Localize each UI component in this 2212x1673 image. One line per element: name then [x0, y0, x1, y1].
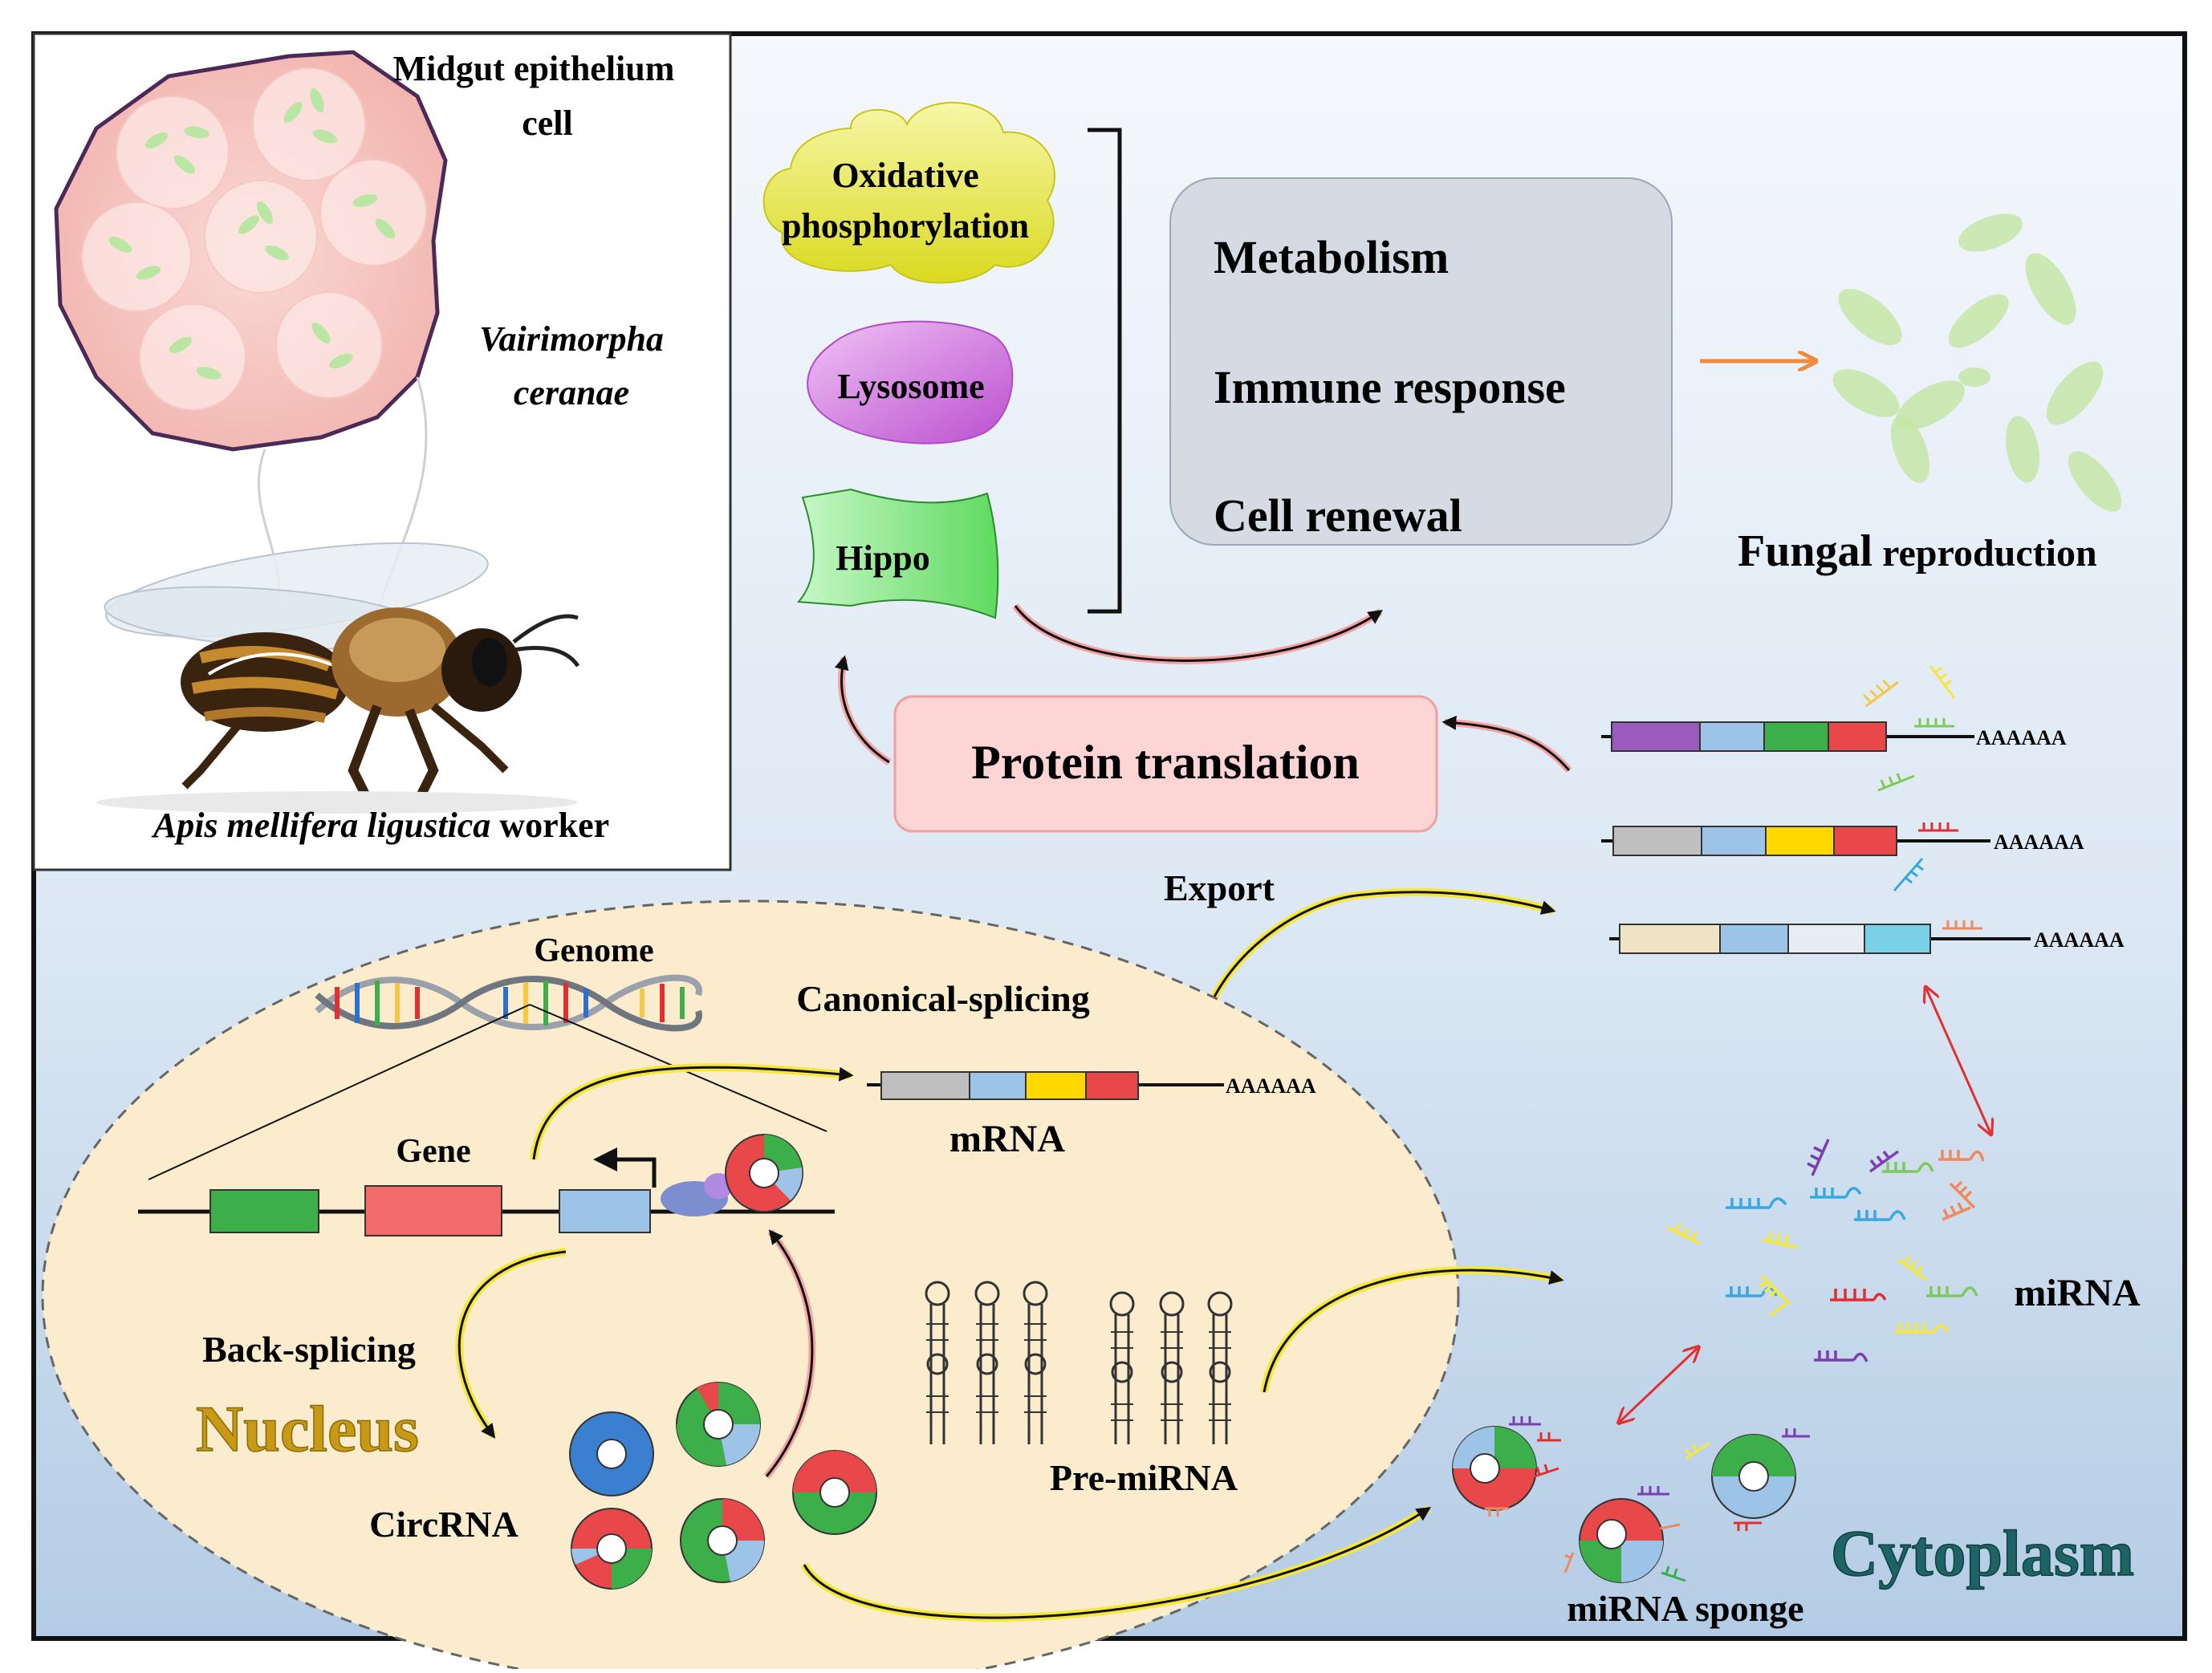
pathway-bracket [1088, 128, 1122, 614]
canonical-splicing-arrow [532, 1066, 854, 1160]
mrna-label: mRNA [949, 1118, 1065, 1160]
cell-label-line1: Midgut epithelium [393, 49, 675, 88]
pre-mirna-label: Pre-miRNA [1050, 1457, 1238, 1498]
hippo-shape [796, 488, 999, 619]
circrna-blue [569, 1411, 654, 1496]
mrna-bound-mirnas [1862, 665, 1982, 930]
protein-translation-label: Protein translation [971, 736, 1360, 789]
mrna-to-translation-arrow [1441, 715, 1571, 771]
gene-label: Gene [396, 1133, 470, 1170]
inset-panel: Midgut epithelium cell Vairimorpha ceran… [32, 32, 732, 871]
fungal-word: Fungal [1738, 526, 1872, 576]
nuclear-mrna: AAAAAA [867, 1071, 1316, 1100]
cell-label-line2: cell [522, 104, 573, 143]
host-caste: worker [490, 806, 609, 845]
dna-helix-icon [315, 974, 702, 1032]
oxphos-label-line2: phosphorylation [782, 206, 1029, 246]
oxphos-label-line1: Oxidative [832, 156, 978, 195]
circrna-export-arrow [803, 1507, 1432, 1619]
fungal-reproduction-label: Fungal reproduction [1738, 526, 2097, 576]
circrna-5 [792, 1450, 877, 1535]
mirna-cloud [1667, 1139, 1985, 1362]
lysosome-shape [807, 320, 1014, 445]
hippo-label: Hippo [836, 538, 929, 578]
polya-tail-nuclear: AAAAAA [1226, 1074, 1316, 1098]
circrna-3 [571, 1508, 653, 1590]
process-box: Metabolism Immune response Cell renewal [1169, 177, 1673, 546]
translation-up-arrow [834, 655, 890, 764]
cytoplasmic-mrna-2: AAAAAA [1601, 826, 2084, 856]
mirna-sponge-2 [1563, 1486, 1686, 1583]
pathogen-label-line2: ceranae [514, 373, 629, 412]
lysosome-label: Lysosome [837, 367, 984, 406]
mrna-mirna-interaction-arrow [1926, 989, 1990, 1133]
polya-tail-2: AAAAAA [1994, 830, 2084, 854]
process-metabolism: Metabolism [1214, 231, 1449, 283]
export-label: Export [1164, 867, 1275, 908]
nucleus-label: Nucleus [196, 1392, 419, 1465]
mirna-label: miRNA [2014, 1272, 2141, 1314]
oxidative-phosphorylation-shape [762, 101, 1055, 284]
cytoplasm-label: Cytoplasm [1831, 1517, 2134, 1590]
pathogen-label-line1: Vairimorpha [479, 319, 664, 359]
honeybee-illustration [96, 542, 580, 814]
polya-tail-1: AAAAAA [1976, 726, 2067, 749]
pre-mirna-export-arrow [1263, 1269, 1564, 1393]
reproduction-word: reproduction [1872, 532, 2097, 575]
gene-diagram [138, 1147, 835, 1236]
circrna-4 [680, 1498, 765, 1583]
circrna-2 [676, 1382, 761, 1467]
genome-label: Genome [534, 932, 653, 969]
cytoplasmic-mrna-1: AAAAAA [1601, 721, 2067, 752]
circrna-feedback-arrow [765, 1229, 814, 1477]
circrna-cluster [569, 1382, 877, 1590]
pathway-to-process-arrow [1014, 605, 1383, 662]
host-label: Apis mellifera ligustica worker [151, 806, 609, 845]
back-splicing-arrow [457, 1250, 567, 1439]
mirna-sponge-label: miRNA sponge [1567, 1588, 1803, 1629]
fungal-spores [1832, 213, 2122, 512]
protein-translation-box [893, 695, 1438, 833]
cell-vacuoles [81, 67, 427, 411]
back-splicing-label: Back-splicing [202, 1329, 416, 1370]
mirna-sponge-1 [1452, 1416, 1561, 1517]
canonical-splicing-label: Canonical-splicing [796, 978, 1090, 1019]
polya-tail-3: AAAAAA [2034, 928, 2125, 952]
process-immune: Immune response [1214, 361, 1566, 413]
host-species: Apis mellifera ligustica [151, 806, 490, 845]
polymerase-circrna-icon [725, 1134, 803, 1212]
cytoplasmic-mrna-3: AAAAAA [1609, 924, 2125, 954]
pathway-shapes: Oxidative phosphorylation Lysosome Hippo [762, 101, 1055, 619]
export-arrow [1194, 891, 1556, 1058]
zoom-line-gene-left [148, 1004, 531, 1180]
mirna-sponge-3 [1684, 1428, 1810, 1531]
spores-in-cell [108, 87, 396, 380]
process-cell-renewal: Cell renewal [1214, 489, 1462, 542]
pre-mirna-hairpins [925, 1281, 1233, 1444]
sponge-mirna-interaction-arrow [1620, 1348, 1698, 1422]
circrna-label: CircRNA [369, 1504, 518, 1545]
